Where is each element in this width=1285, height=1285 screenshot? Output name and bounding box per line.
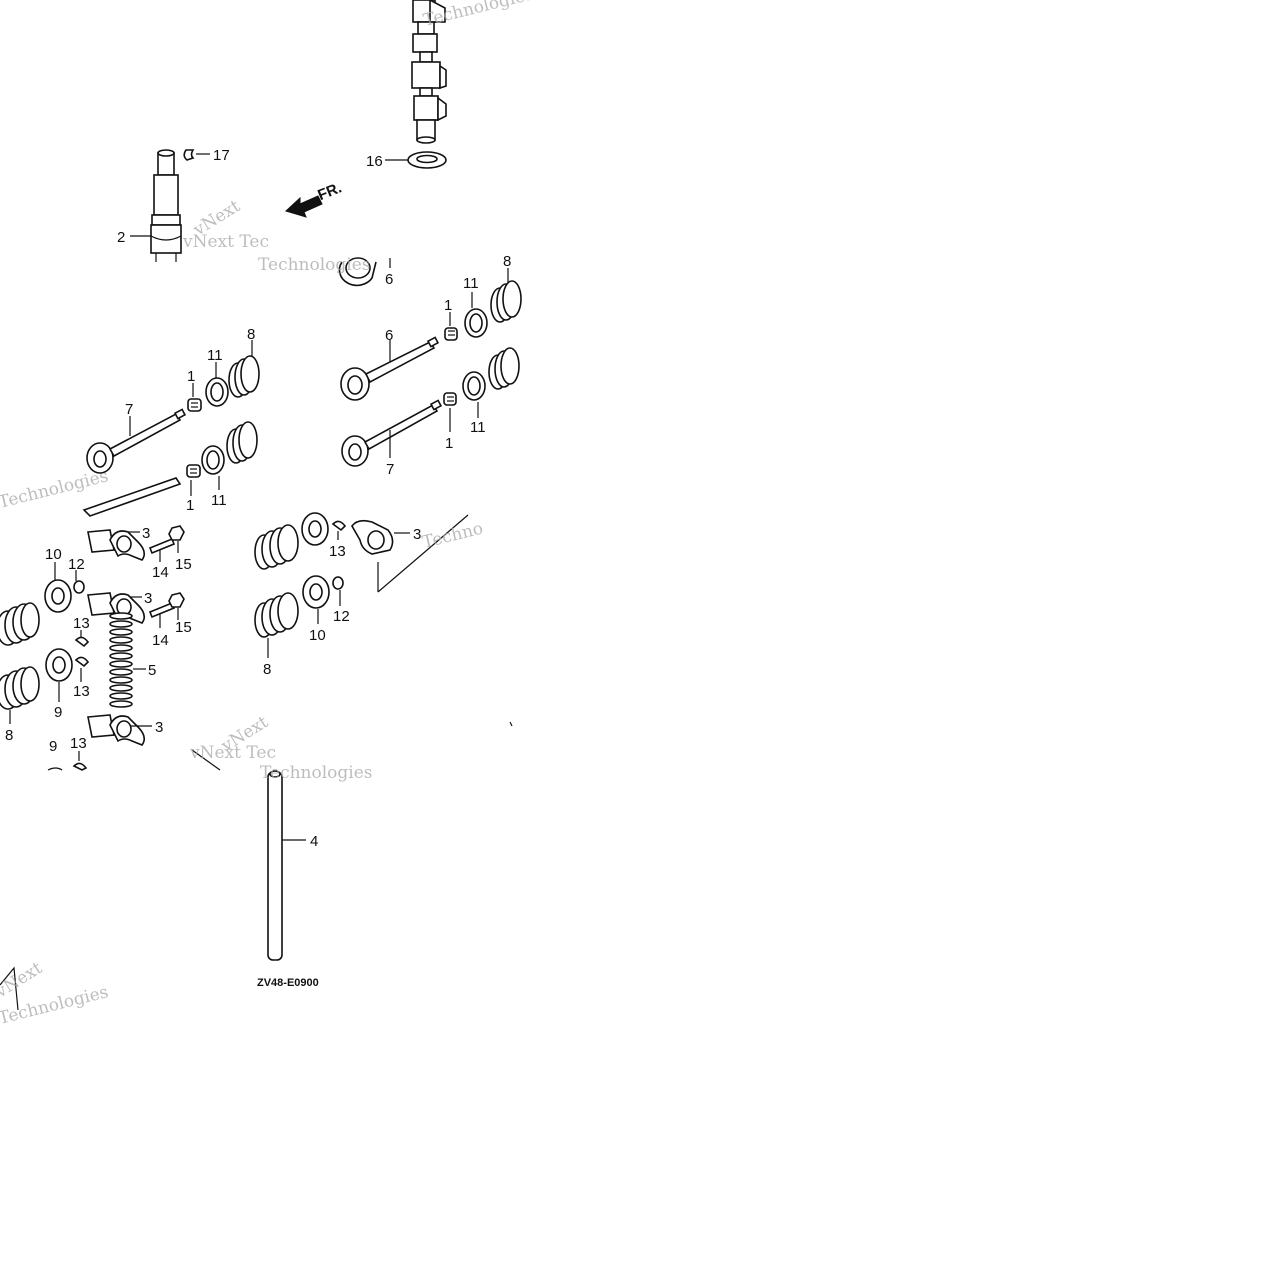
rocker-arm-4 — [351, 519, 394, 555]
callout-11-upper-right: 11 — [463, 275, 479, 292]
callout-17: 17 — [213, 147, 230, 164]
spring-retainer-9 — [45, 648, 73, 682]
valve-spring-8-left-a — [0, 602, 40, 646]
callout-2: 2 — [117, 229, 125, 246]
callout-1-lower-right: 1 — [445, 435, 453, 452]
rocker-section-right: 8 10 13 12 3 — [254, 512, 469, 678]
rocker-shaft — [150, 149, 182, 262]
watermark: vNext — [0, 958, 46, 1003]
valve-group-right: 6 6 1 11 8 7 — [338, 253, 522, 478]
callout-8-lower-left: 8 — [5, 727, 13, 744]
callout-12-left: 12 — [68, 556, 85, 573]
callout-13-a: 13 — [73, 615, 90, 632]
callout-11-upper-left: 11 — [207, 347, 223, 364]
callout-1-upper-left: 1 — [187, 368, 195, 385]
callout-5: 5 — [148, 662, 156, 679]
callout-8-upper-right: 8 — [503, 253, 511, 270]
rocker-arm-3 — [87, 714, 146, 746]
circlip — [183, 149, 195, 161]
callout-8-upper-left: 8 — [247, 326, 255, 343]
callout-3-d: 3 — [413, 526, 421, 543]
callout-14-a: 14 — [152, 564, 169, 581]
callout-1-upper-right: 1 — [444, 297, 452, 314]
callout-14-b: 14 — [152, 632, 169, 649]
callout-6-top: 6 — [385, 271, 393, 288]
watermark: vNext Tec — [189, 743, 276, 763]
callout-11-lower-left: 11 — [211, 492, 227, 509]
callout-13-b: 13 — [73, 683, 90, 700]
callout-3-a: 3 — [142, 525, 150, 542]
valve-spring-upper-right — [490, 280, 522, 323]
valve-spring-lower-left — [226, 421, 258, 464]
valve-spring-right-b — [254, 592, 299, 638]
figure-code: ZV48-E0900 — [257, 977, 319, 989]
callout-15-a: 15 — [175, 556, 192, 573]
thrust-washer — [407, 151, 447, 169]
spring-retainer-right-a — [301, 512, 329, 546]
callout-15-b: 15 — [175, 619, 192, 636]
watermark: vNext Tec — [182, 232, 269, 252]
spring-retainer-10 — [44, 579, 72, 613]
callout-1-lower-left: 1 — [186, 497, 194, 514]
callout-8-right: 8 — [263, 661, 271, 678]
push-rod — [267, 770, 283, 961]
callout-13-c: 13 — [70, 735, 87, 752]
valve-spring-upper-left — [228, 355, 260, 398]
callout-10-left: 10 — [45, 546, 62, 563]
valve-spring-right-a — [254, 524, 299, 570]
watermark: Technologies — [260, 763, 373, 783]
callout-7-right: 7 — [386, 461, 394, 478]
valve-group-left: 7 1 11 8 1 11 — [82, 326, 260, 517]
callout-12-right: 12 — [333, 608, 350, 625]
callout-16: 16 — [366, 153, 383, 170]
watermark: Technologies — [258, 255, 371, 275]
callout-7-left: 7 — [125, 401, 133, 418]
callout-9-left: 9 — [54, 704, 62, 721]
watermark: Techno — [420, 519, 485, 553]
callout-13-right: 13 — [329, 543, 346, 560]
callout-11-lower-right: 11 — [470, 419, 486, 436]
callout-4: 4 — [310, 833, 318, 850]
direction-label: FR. — [315, 179, 344, 204]
rocker-section-left: 3 3 3 14 14 15 15 — [0, 525, 192, 771]
valve-spring-lower-right — [488, 347, 520, 390]
rocker-arm-1 — [87, 529, 146, 561]
camshaft — [411, 0, 447, 144]
callout-6: 6 — [385, 327, 393, 344]
callout-3-b: 3 — [144, 590, 152, 607]
callout-9-bottom: 9 — [49, 738, 57, 755]
callout-3-c: 3 — [155, 719, 163, 736]
valve-spring-8-left-b — [0, 666, 40, 710]
callout-10-right: 10 — [309, 627, 326, 644]
spring-5 — [109, 612, 133, 708]
spring-retainer-right-b — [302, 575, 330, 609]
front-arrow-icon — [285, 195, 323, 218]
